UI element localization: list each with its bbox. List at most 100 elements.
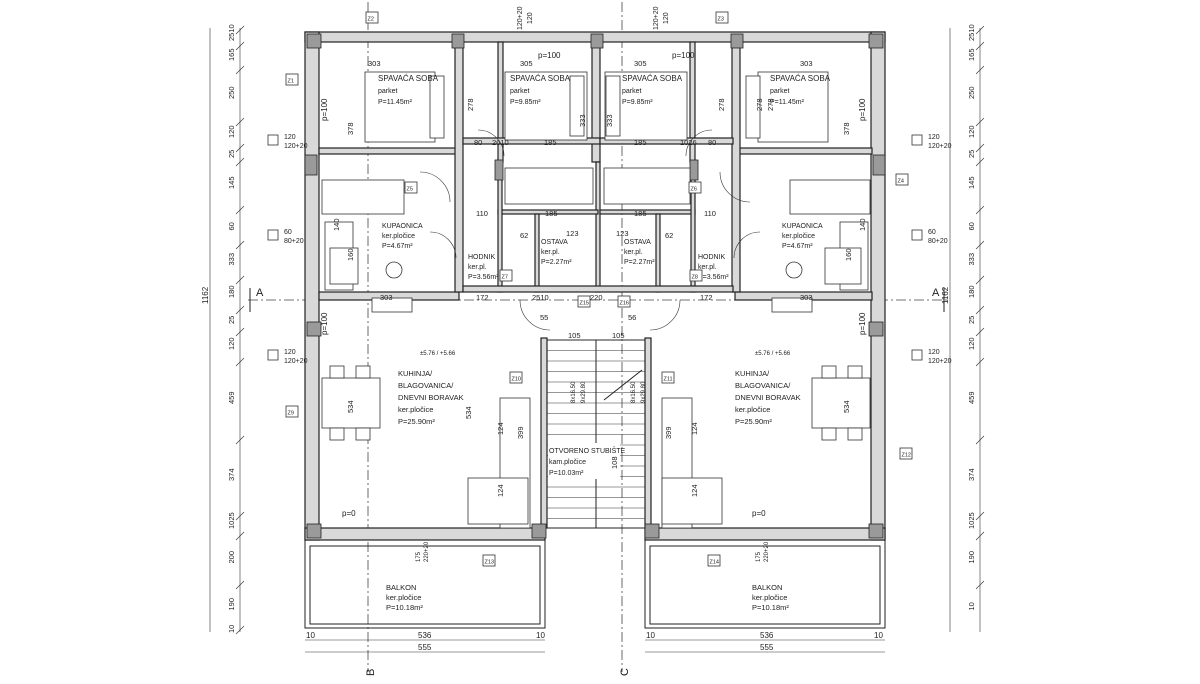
chain-dim: 60 (227, 222, 236, 230)
window-dim: 80+20 (284, 238, 304, 245)
chain-dim: 2510 (967, 24, 976, 41)
door-swings (419, 129, 761, 331)
chain-dim: 180 (967, 285, 976, 298)
level-label: p=100 (858, 98, 867, 121)
dim: 105 (568, 331, 581, 340)
dim: 160 (346, 248, 355, 261)
window-marker (267, 349, 279, 361)
staircase (546, 339, 646, 529)
tag-box (482, 554, 496, 567)
wardrobe-l1 (321, 179, 405, 215)
room-bath-r: KUPAONICA ker.pločice P=4.67m² (782, 223, 823, 250)
window-dim: 220+20 (424, 541, 430, 562)
room-area: P=11.45m² (378, 99, 413, 106)
section-marks: A A B C (249, 287, 945, 676)
chain-dim: 333 (227, 253, 236, 266)
dim: 140 (858, 218, 867, 231)
window-dim: 80+20 (928, 238, 948, 245)
room-area: P=3.56m² (468, 274, 499, 281)
tag-label: Z14 (710, 560, 719, 566)
dim: 160 (844, 248, 853, 261)
room-area: P=11.45m² (770, 99, 805, 106)
dim: 124 (690, 422, 699, 435)
room-name: BLAGOVANICA/ (398, 381, 454, 390)
dim: 140 (332, 218, 341, 231)
tag-box (895, 173, 909, 186)
chain-dim: 60 (967, 222, 976, 230)
dim: 123 (616, 229, 629, 238)
tag-label: Z4 (898, 179, 904, 185)
room-name: OSTAVA (541, 239, 568, 246)
tag-box (509, 371, 523, 384)
dim: 303 (368, 59, 381, 68)
room-floor: ker.pl. (468, 264, 487, 271)
floor-levels: p=100 p=100 p=100 p=100 p=100 p=100 p=0 … (320, 51, 867, 518)
dim: 278 (466, 98, 475, 111)
tag-box (661, 371, 675, 384)
room-name: BALKON (752, 583, 782, 592)
room-name: KUPAONICA (782, 223, 823, 230)
dim: 62 (665, 231, 673, 240)
chain-dim: 165 (967, 48, 976, 61)
wardrobe-l2 (504, 167, 594, 205)
furniture (321, 71, 871, 529)
window-dim: 60 (284, 229, 292, 236)
chain-dim: 374 (967, 468, 976, 481)
dim: 10 (306, 631, 315, 640)
room-bath-l: KUPAONICA ker.pločice P=4.67m² (382, 223, 423, 250)
room-floor: ker.pločice (382, 233, 415, 240)
chain-dim: 145 (967, 176, 976, 189)
dim: 2610 (492, 138, 509, 147)
room-area: P=9.85m² (510, 99, 541, 106)
window-marker (911, 229, 923, 241)
tag-label: Z2 (368, 17, 374, 23)
dim: 185 (634, 209, 647, 218)
chain-dim: 1025 (227, 512, 236, 529)
chain-dim: 25 (227, 150, 236, 158)
tag-label: Z8 (692, 275, 698, 281)
chain-dim: 459 (967, 391, 976, 404)
chain-dim: 10 (967, 602, 976, 610)
elevation-label: ±5.76 / +5.66 (420, 351, 456, 357)
chain-dim: 165 (227, 48, 236, 61)
room-name: BLAGOVANICA/ (735, 381, 791, 390)
tag-label: Z12 (902, 453, 911, 459)
room-name: KUHINJA/ (398, 369, 433, 378)
room-name: SPAVAĆA SOBA (510, 74, 571, 83)
dim: 185 (545, 209, 558, 218)
room-name: BALKON (386, 583, 416, 592)
dim: 110 (476, 209, 488, 218)
window-marker (267, 134, 279, 146)
dim: 303 (800, 59, 813, 68)
chain-dim: 145 (227, 176, 236, 189)
room-floor: kam.pločice (549, 459, 586, 466)
dim: 333 (605, 114, 614, 127)
chain-dim: 180 (227, 285, 236, 298)
dim: 9x29.80 (581, 381, 587, 403)
room-name: SPAVAĆA SOBA (378, 74, 439, 83)
room-floor: ker.pločice (735, 405, 770, 414)
tag-label: Z5 (407, 187, 413, 193)
dim: 105 (612, 331, 625, 340)
dim: 124 (496, 422, 505, 435)
dim: 536 (760, 631, 774, 640)
room-floor: ker.pločice (386, 593, 421, 602)
window-dim: 175 (416, 551, 422, 562)
tag-label: Z7 (502, 275, 508, 281)
top-window-labels: 120 120+20 120 120+20 (517, 6, 670, 30)
dim: 278 (717, 98, 726, 111)
dim: 56 (628, 313, 636, 322)
room-floor: parket (378, 88, 398, 95)
window-dim: 120 (284, 349, 296, 356)
chain-dim: 459 (227, 391, 236, 404)
room-area: P=10.18m² (386, 603, 423, 612)
room-area: P=4.67m² (382, 243, 413, 250)
room-name: SPAVAĆA SOBA (770, 74, 831, 83)
wardrobe-r2 (603, 167, 691, 205)
dim: 10 (646, 631, 655, 640)
room-floor: parket (510, 88, 530, 95)
window-marker (267, 229, 279, 241)
dim: 123 (566, 229, 579, 238)
tag-label: Z16 (620, 301, 629, 307)
dim: 378 (842, 122, 851, 135)
